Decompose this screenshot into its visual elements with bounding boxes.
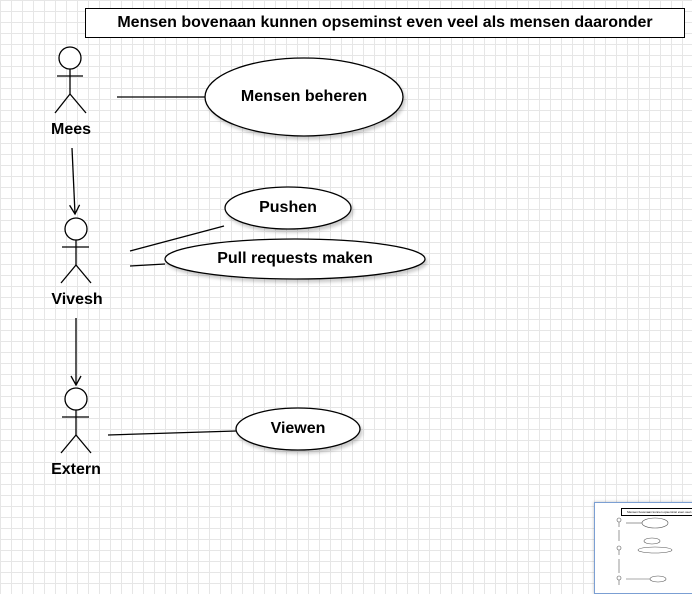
usecase-pull-requests-shape[interactable]	[164, 238, 426, 280]
actor-extern-label: Extern	[51, 461, 101, 478]
usecase-viewen-label: Viewen	[270, 420, 326, 437]
usecase-pull-requests-label: Pull requests maken	[217, 250, 373, 267]
association-vivesh-pushen[interactable]	[129, 225, 225, 252]
actor-vivesh-label: Vivesh	[51, 291, 103, 308]
usecase-mensen-beheren-shape[interactable]	[204, 57, 404, 137]
actor-mees-label: Mees	[50, 121, 92, 138]
diagram-title[interactable]: Mensen bovenaan kunnen opseminst even ve…	[85, 8, 685, 38]
actor-mees-figure[interactable]	[54, 46, 87, 114]
minimap-preview	[616, 517, 673, 585]
generalization-mees-vivesh[interactable]	[69, 147, 81, 216]
association-extern-viewen[interactable]	[107, 430, 237, 436]
minimap-title: Mensen bovenaan kunnen opseminst even ve…	[621, 508, 692, 516]
usecase-pushen-label: Pushen	[259, 199, 317, 216]
actor-extern-figure[interactable]	[60, 387, 92, 454]
association-vivesh-pull-requests[interactable]	[129, 263, 166, 267]
outline-minimap[interactable]: Mensen bovenaan kunnen opseminst even ve…	[594, 502, 692, 594]
actor-vivesh-figure[interactable]	[60, 217, 92, 284]
usecase-viewen-shape[interactable]	[235, 407, 361, 451]
usecase-pushen-shape[interactable]	[224, 186, 352, 230]
usecase-mensen-beheren-label: Mensen beheren	[240, 88, 368, 105]
